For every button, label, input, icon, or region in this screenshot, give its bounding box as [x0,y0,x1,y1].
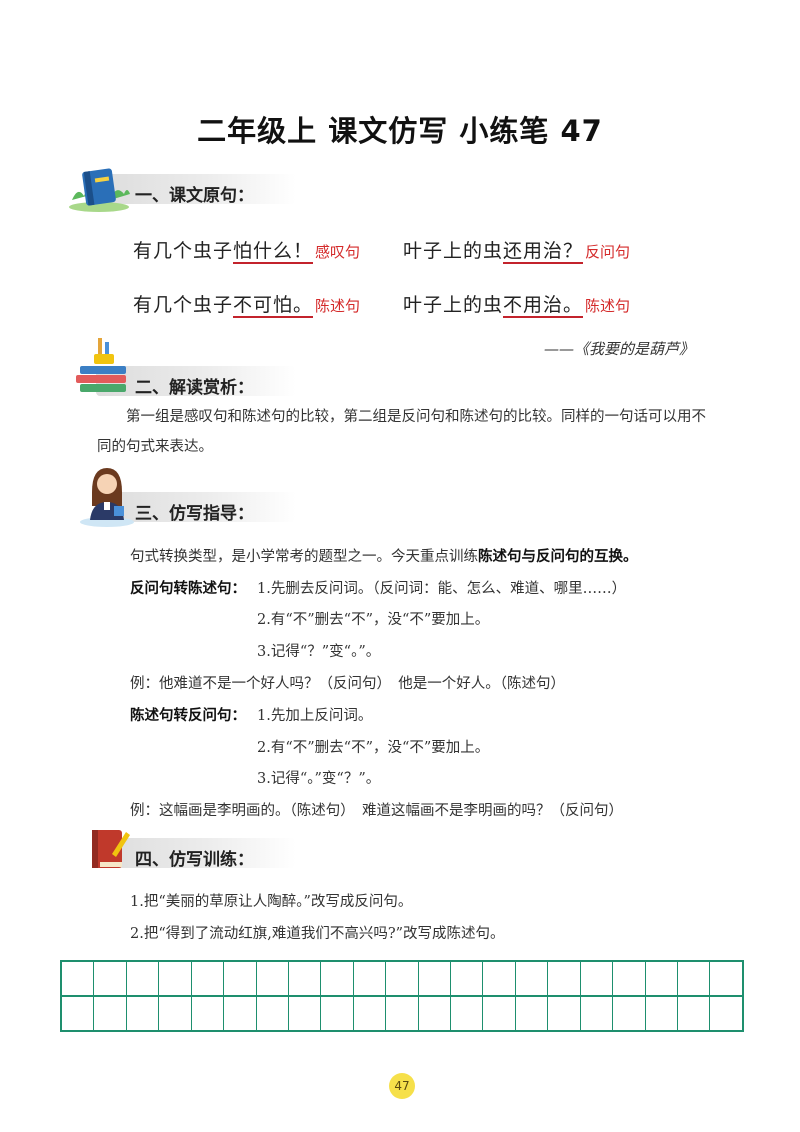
r2s-step-3: 3.记得“？”变“。”。 [257,644,381,660]
underlined-phrase: 还用治？ [503,240,584,264]
section-3-title: 三、仿写指导： [135,504,254,524]
underlined-phrase: 不可怕。 [233,294,314,318]
grid-cell[interactable] [257,962,289,995]
grid-cell[interactable] [613,997,646,1030]
orig-sentence-1-right: 叶子上的虫还用治？反问句 [403,236,631,264]
page-number-badge: 47 [389,1073,415,1099]
grid-cell[interactable] [94,997,127,1030]
grid-cell[interactable] [483,962,516,995]
grid-cell[interactable] [94,962,127,995]
grid-cell[interactable] [483,997,516,1030]
underlined-phrase: 怕什么！ [233,240,314,264]
orig-sentence-2-right: 叶子上的虫不用治。陈述句 [403,290,631,318]
grid-cell[interactable] [289,962,322,995]
grid-cell[interactable] [646,962,679,995]
r2s-step-1: 1.先删去反问词。（反问词：能、怎么、难道、哪里……） [257,581,627,597]
grid-cell[interactable] [224,997,257,1030]
grid-cell[interactable] [386,997,419,1030]
grid-cell[interactable] [710,962,741,995]
section-3-bar [96,492,296,522]
writing-grid[interactable] [60,960,744,1032]
grid-cell[interactable] [159,997,192,1030]
grid-cell[interactable] [516,997,549,1030]
sentence-type-tag: 陈述句 [585,297,631,315]
orig-sentence-1-left: 有几个虫子怕什么！感叹句 [133,236,361,264]
grid-cell[interactable] [62,962,95,995]
grid-cell[interactable] [321,962,354,995]
orig-sentence-2-left: 有几个虫子不可怕。陈述句 [133,290,361,318]
grid-cell[interactable] [127,962,160,995]
grid-cell[interactable] [451,997,484,1030]
sentence-prefix: 叶子上的虫 [403,240,504,262]
grid-cell[interactable] [419,997,452,1030]
s2r-step-1: 1.先加上反问词。 [257,708,373,724]
example-2: 例：这幅画是李明画的。（陈述句） 难道这幅画不是李明画的吗？（反问句） [130,803,623,819]
grid-cell[interactable] [419,962,452,995]
grid-cell[interactable] [62,997,95,1030]
teacher-icon [80,468,134,527]
section-2-title: 二、解读赏析： [135,378,254,398]
grid-cell[interactable] [321,997,354,1030]
grid-cell[interactable] [451,962,484,995]
section-2-bar [96,366,296,396]
grid-cell[interactable] [646,997,679,1030]
grid-cell[interactable] [548,997,581,1030]
grid-cell[interactable] [257,997,289,1030]
grid-row [62,962,742,995]
section-1-bar [96,174,296,204]
grid-cell[interactable] [581,997,614,1030]
book-stack-icon [69,168,130,212]
r2s-step-2: 2.有“不”删去“不”，没“不”要加上。 [257,612,490,628]
grid-cell[interactable] [224,962,257,995]
grid-cell[interactable] [613,962,646,995]
sentence-prefix: 有几个虫子 [133,240,234,262]
practice-question-2: 2.把“得到了流动红旗,难道我们不高兴吗?”改写成陈述句。 [130,926,505,942]
sentence-prefix: 有几个虫子 [133,294,234,316]
s2r-step-3: 3.记得“。”变“？”。 [257,771,381,787]
grid-cell[interactable] [127,997,160,1030]
page-title: 二年级上 课文仿写 小练笔 47 [197,114,603,148]
grid-cell[interactable] [159,962,192,995]
guide-intro: 句式转换类型，是小学常考的题型之一。今天重点训练陈述句与反问句的互换。 [130,545,638,566]
books-pencil-icon [76,338,126,392]
example-1: 例：他难道不是一个好人吗？（反问句） 他是一个好人。（陈述句） [130,676,565,692]
guide-intro-text: 句式转换类型，是小学常考的题型之一。今天重点训练 [130,549,478,565]
practice-question-1: 1.把“美丽的草原让人陶醉。”改写成反问句。 [130,894,413,910]
r2s-label: 反问句转陈述句： [130,580,246,597]
grid-cell[interactable] [192,962,225,995]
source-attribution: ——《我要的是葫芦》 [543,340,694,358]
s2r-step-2: 2.有“不”删去“不”，没“不”要加上。 [257,740,490,756]
notebook-pen-icon [92,830,130,868]
grid-cell[interactable] [192,997,225,1030]
grid-cell[interactable] [678,997,711,1030]
grid-cell[interactable] [516,962,549,995]
grid-cell[interactable] [678,962,711,995]
grid-cell[interactable] [581,962,614,995]
grid-cell[interactable] [289,997,322,1030]
sentence-type-tag: 陈述句 [315,297,361,315]
grid-cell[interactable] [548,962,581,995]
section-4-bar [96,838,296,868]
analysis-paragraph: 第一组是感叹句和陈述句的比较，第二组是反问句和陈述句的比较。同样的一句话可以用不… [97,409,706,455]
grid-cell[interactable] [354,997,387,1030]
underlined-phrase: 不用治。 [503,294,584,318]
guide-intro-bold: 陈述句与反问句的互换。 [478,548,638,565]
grid-cell[interactable] [354,962,387,995]
sentence-type-tag: 反问句 [585,243,631,261]
grid-cell[interactable] [710,997,741,1030]
sentence-prefix: 叶子上的虫 [403,294,504,316]
section-1-title: 一、课文原句： [135,186,254,206]
sentence-type-tag: 感叹句 [315,243,361,261]
grid-row [62,995,742,1030]
section-4-title: 四、仿写训练： [135,850,254,870]
s2r-label: 陈述句转反问句： [130,707,246,724]
grid-cell[interactable] [386,962,419,995]
